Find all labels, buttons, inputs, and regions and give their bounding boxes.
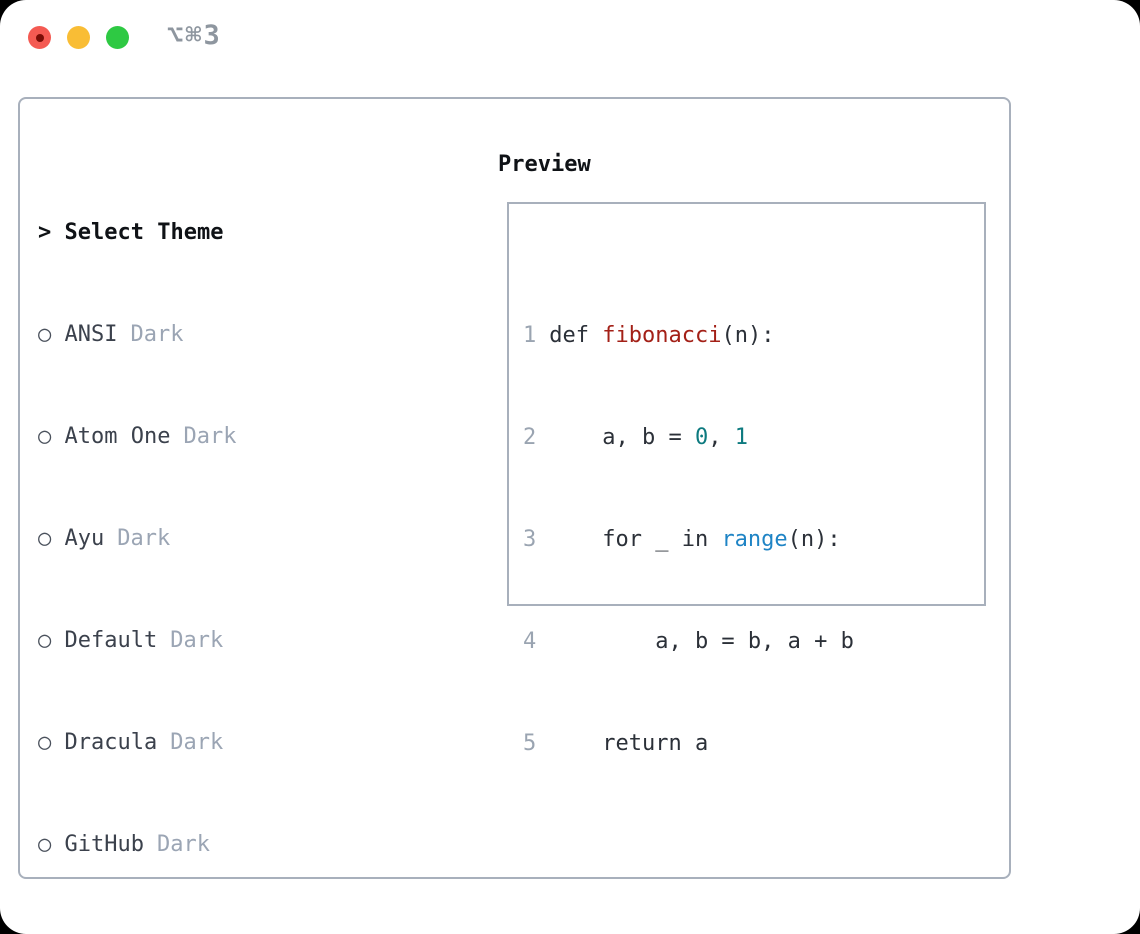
line-number: 5 bbox=[523, 731, 537, 756]
theme-variant: Dark bbox=[117, 526, 171, 551]
code-line: 5 return a bbox=[523, 727, 976, 761]
theme-name: Atom One bbox=[64, 424, 171, 449]
window-title: ⌥⌘3 bbox=[167, 20, 222, 51]
theme-variant: Dark bbox=[183, 424, 237, 449]
radio-unselected-icon: ○ bbox=[38, 526, 65, 551]
code-token: a, b = b, a + b bbox=[549, 629, 854, 654]
theme-option-atom-one-dark[interactable]: ○ Atom One Dark bbox=[38, 420, 409, 454]
theme-variant: Dark bbox=[130, 322, 184, 347]
theme-name: Dracula bbox=[64, 730, 158, 755]
radio-unselected-icon: ○ bbox=[38, 424, 65, 449]
theme-option-ansi-dark[interactable]: ○ ANSI Dark bbox=[38, 318, 409, 352]
line-number: 2 bbox=[523, 425, 537, 450]
radio-unselected-icon: ○ bbox=[38, 628, 65, 653]
theme-option-ayu-dark[interactable]: ○ Ayu Dark bbox=[38, 522, 409, 556]
theme-name: Ayu bbox=[64, 526, 105, 551]
theme-option-default-dark[interactable]: ○ Default Dark bbox=[38, 624, 409, 658]
select-theme-label: Select Theme bbox=[64, 220, 224, 245]
code-line: 4 a, b = b, a + b bbox=[523, 625, 976, 659]
code-token: for _ in bbox=[549, 527, 722, 552]
theme-variant: Dark bbox=[156, 832, 210, 857]
code-line: 1 def fibonacci(n): bbox=[523, 319, 976, 353]
theme-option-dracula-dark[interactable]: ○ Dracula Dark bbox=[38, 726, 409, 760]
theme-name: Default bbox=[64, 628, 158, 653]
zoom-button-icon[interactable] bbox=[106, 26, 129, 49]
code-token: (n): bbox=[787, 527, 841, 552]
code-token: return a bbox=[549, 731, 709, 756]
line-number: 4 bbox=[523, 629, 537, 654]
select-theme-header: > Select Theme bbox=[38, 216, 409, 250]
code-line: 2 a, b = 0, 1 bbox=[523, 421, 976, 455]
code-line: 3 for _ in range(n): bbox=[523, 523, 976, 557]
close-button-icon[interactable] bbox=[28, 26, 51, 49]
minimize-button-icon[interactable] bbox=[67, 26, 90, 49]
function-token: fibonacci bbox=[602, 323, 722, 348]
radio-unselected-icon: ○ bbox=[38, 832, 65, 857]
builtin-token: range bbox=[721, 527, 788, 552]
spacer-row bbox=[523, 829, 976, 863]
theme-variant: Dark bbox=[170, 628, 224, 653]
number-token: 0 bbox=[694, 425, 709, 450]
theme-option-github-dark[interactable]: ○ GitHub Dark bbox=[38, 828, 409, 862]
line-number: 3 bbox=[523, 527, 537, 552]
theme-option-ansi-light[interactable]: ○ ANSI LightLight bbox=[38, 930, 409, 934]
radio-unselected-icon: ○ bbox=[38, 730, 65, 755]
preview-header: Preview bbox=[498, 152, 591, 177]
traffic-lights bbox=[28, 26, 129, 49]
theme-variant: Dark bbox=[170, 730, 224, 755]
theme-name: ANSI bbox=[64, 322, 118, 347]
line-number: 1 bbox=[523, 323, 537, 348]
radio-unselected-icon: ○ bbox=[38, 322, 65, 347]
code-token: (n): bbox=[721, 323, 775, 348]
code-token: def bbox=[549, 323, 603, 348]
theme-name: GitHub bbox=[64, 832, 144, 857]
prompt-icon: > bbox=[38, 220, 65, 245]
number-token: 1 bbox=[734, 425, 748, 450]
code-token: , bbox=[708, 425, 735, 450]
code-token: a, b = bbox=[549, 425, 695, 450]
